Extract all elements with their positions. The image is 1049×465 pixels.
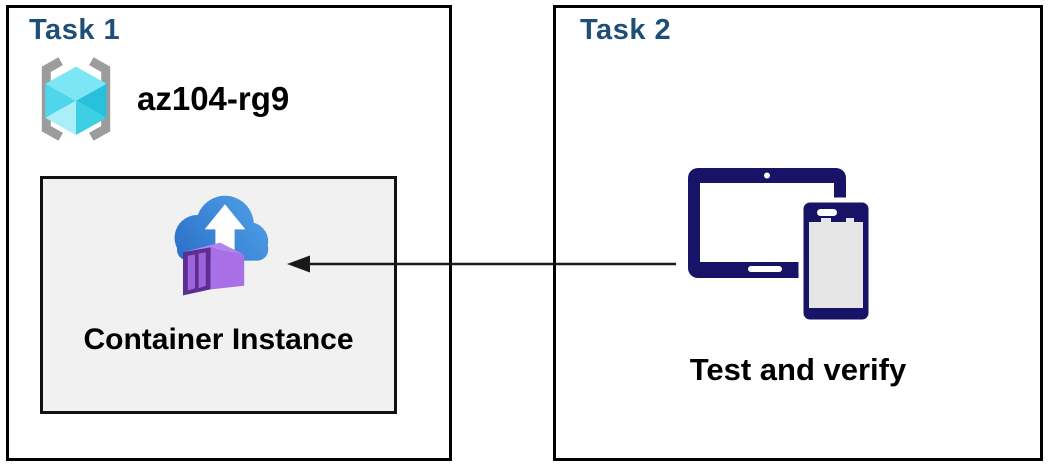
cube-shape [45,66,107,135]
tablet-camera-dot [764,172,770,179]
phone-speaker-slot [817,209,837,216]
tablet-home-bar [748,266,782,272]
task2-box: Task 2 Test and verify [553,5,1043,461]
task1-title: Task 1 [29,14,121,46]
task1-box: Task 1 az104-rg9 [6,5,452,461]
devices-icon [686,166,876,326]
resource-group-icon [41,57,111,141]
resource-group: az104-rg9 [31,54,289,144]
container-instance-icon [174,195,268,296]
phone-icon [798,197,874,325]
test-and-verify-label: Test and verify [689,352,907,387]
container-instance-label: Container Instance [83,323,354,356]
upload-arrow-icon [204,204,245,257]
tablet-phone-icon [688,168,874,325]
resource-group-name: az104-rg9 [137,80,290,117]
container-instance-card: Container Instance [40,176,397,414]
container-cube-icon [182,242,244,296]
task2-title: Task 2 [580,14,672,46]
